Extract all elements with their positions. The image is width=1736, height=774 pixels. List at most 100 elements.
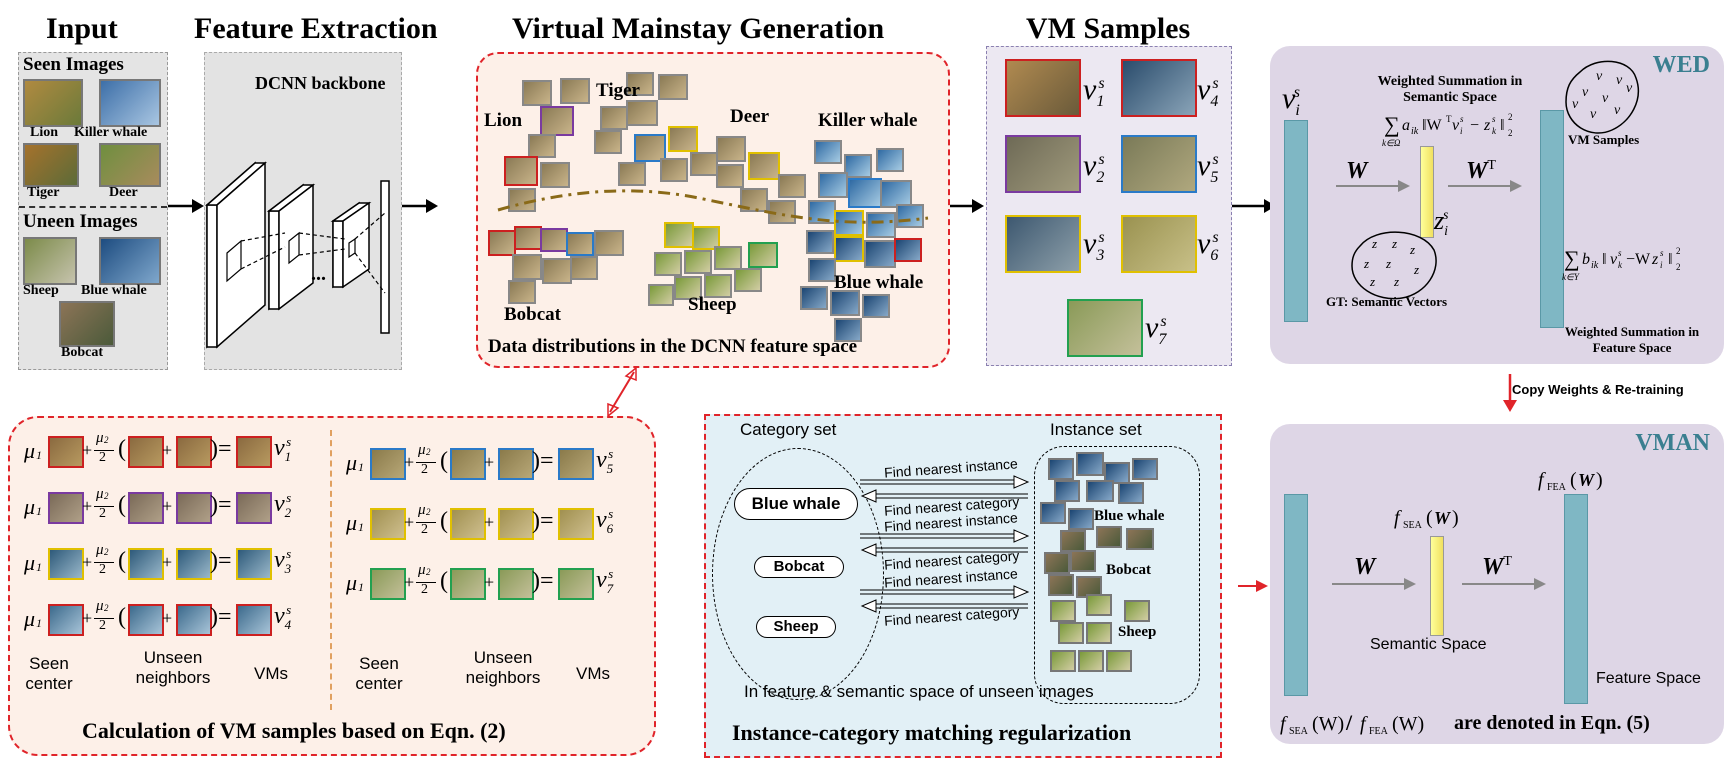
label-lion: Lion xyxy=(30,125,59,140)
mu1-symbol: μ xyxy=(24,438,36,463)
vm-label: v1s xyxy=(274,434,292,464)
thumb xyxy=(1040,502,1066,524)
thumb xyxy=(540,162,570,188)
vman-wt-arrow xyxy=(1462,578,1546,590)
svg-text:−: − xyxy=(1470,117,1479,134)
category-sheep: Sheep xyxy=(756,616,836,638)
thumb xyxy=(1106,650,1132,672)
svg-text:s: s xyxy=(1660,248,1664,258)
plus-sign: + xyxy=(82,496,93,516)
thumb xyxy=(1050,650,1076,672)
dcnn-diagram xyxy=(205,161,390,349)
thumb xyxy=(814,140,842,164)
mu1-subscript: 1 xyxy=(36,616,42,630)
mu2-subscript: 2 xyxy=(426,567,431,577)
svg-text:v: v xyxy=(1626,81,1633,96)
mu1-subscript: 1 xyxy=(358,520,364,534)
thumb-bobcat-group xyxy=(59,301,115,347)
match-arrow-pair xyxy=(860,475,1030,503)
feature-extraction-panel: DCNN backbone ... xyxy=(204,52,402,370)
label-tiger: Tiger xyxy=(27,185,60,200)
thumb xyxy=(716,164,744,188)
vi-label: vis xyxy=(1282,82,1301,119)
thumb xyxy=(1054,480,1080,502)
vm-sample-2 xyxy=(1005,135,1081,193)
cluster-label-tiger: Tiger xyxy=(596,80,640,101)
thumb xyxy=(1050,600,1076,622)
svg-text:s: s xyxy=(1618,248,1622,258)
thumb xyxy=(1048,574,1074,596)
unseen-neighbors-right: Unseen neighbors xyxy=(465,648,541,687)
mu1-subscript: 1 xyxy=(36,448,42,462)
thumb-sheep-group xyxy=(23,237,77,285)
svg-text:(W): (W) xyxy=(1312,713,1344,735)
plus-sign: + xyxy=(404,572,415,592)
vm-sample-6 xyxy=(1121,215,1197,273)
thumb xyxy=(654,252,682,276)
vm-thumb xyxy=(558,448,594,480)
cluster-label-bobcat: Bobcat xyxy=(504,304,561,325)
svg-text:FEA: FEA xyxy=(1369,726,1389,737)
thumb xyxy=(618,162,646,186)
arrow-extraction-to-vm xyxy=(402,199,438,213)
svg-text:v: v xyxy=(1602,91,1609,106)
thumb-lion-group xyxy=(23,79,83,127)
plus-sign: + xyxy=(162,440,173,460)
thumb xyxy=(748,152,780,180)
thumb xyxy=(626,72,654,96)
semantic-sum-formula: ∑ k∈Ω a ik ‖W T v i s − z k s ‖ 2 2 xyxy=(1382,112,1513,148)
mu1-subscript: 1 xyxy=(358,580,364,594)
svg-text:v: v xyxy=(1614,103,1621,118)
fraction-bar xyxy=(94,450,114,451)
feature-space-label: Feature Space xyxy=(1596,670,1701,687)
input-panel: Seen Images Lion Killer whale Tiger Deer… xyxy=(18,52,168,370)
vm-sample-5 xyxy=(1121,135,1197,193)
semantic-bar xyxy=(1430,536,1444,636)
svg-text:): ) xyxy=(1596,469,1603,491)
thumb xyxy=(704,274,732,298)
label-bobcat: Bobcat xyxy=(61,345,103,360)
vman-w-arrow xyxy=(1332,578,1416,590)
svg-text:f: f xyxy=(1394,507,1402,529)
fraction-bar xyxy=(94,506,114,507)
header-input: Input xyxy=(46,12,118,45)
svg-text:v: v xyxy=(1590,107,1597,122)
svg-text:k∈Ω: k∈Ω xyxy=(1382,138,1401,148)
svg-text:(W): (W) xyxy=(1392,713,1424,735)
cluster-label-lion: Lion xyxy=(484,110,523,131)
svg-text:k: k xyxy=(1492,126,1497,136)
svg-text:2: 2 xyxy=(1508,128,1513,138)
svg-text:z: z xyxy=(1391,236,1397,251)
category-bobcat: Bobcat xyxy=(754,556,844,578)
thumb xyxy=(1058,622,1084,644)
fraction-bar xyxy=(94,562,114,563)
semantic-space-label: Semantic Space xyxy=(1370,636,1487,653)
svg-text:v: v xyxy=(1582,85,1589,100)
vm-label: v4s xyxy=(274,602,292,632)
vm-sample-4 xyxy=(1121,59,1197,117)
v1-label: v1s xyxy=(1083,73,1105,110)
thumb xyxy=(1124,600,1150,622)
thumb xyxy=(1118,482,1144,504)
neighbor-thumb xyxy=(450,508,486,540)
f-sea-label: f SEA ( W ) xyxy=(1394,507,1459,531)
fraction-bar xyxy=(94,618,114,619)
svg-text:s: s xyxy=(1460,114,1464,124)
thumb xyxy=(1076,452,1104,476)
thumb-deer-group xyxy=(99,143,161,187)
thumb xyxy=(594,130,622,154)
svg-text:SEA: SEA xyxy=(1403,520,1423,531)
vman-panel: VMAN W f SEA ( W ) Semantic Space WT f F… xyxy=(1270,424,1724,744)
svg-text:): ) xyxy=(1452,507,1459,529)
match-panel: Category set Instance set Blue whale Bob… xyxy=(704,414,1222,758)
svg-text:2: 2 xyxy=(1676,262,1681,272)
thumb xyxy=(894,238,922,262)
backbone-label: DCNN backbone xyxy=(255,73,386,93)
mu2-symbol: μ xyxy=(96,598,104,614)
label-sheep: Sheep xyxy=(23,283,59,298)
vm-samples-panel: v1s v4s v2s v5s v3s v6s v7s xyxy=(986,46,1232,366)
close-paren-equals: )= xyxy=(210,604,232,630)
copy-weights-arrow xyxy=(1503,374,1517,412)
vm-label: v6s xyxy=(596,506,614,536)
neighbor-thumb xyxy=(128,604,164,636)
